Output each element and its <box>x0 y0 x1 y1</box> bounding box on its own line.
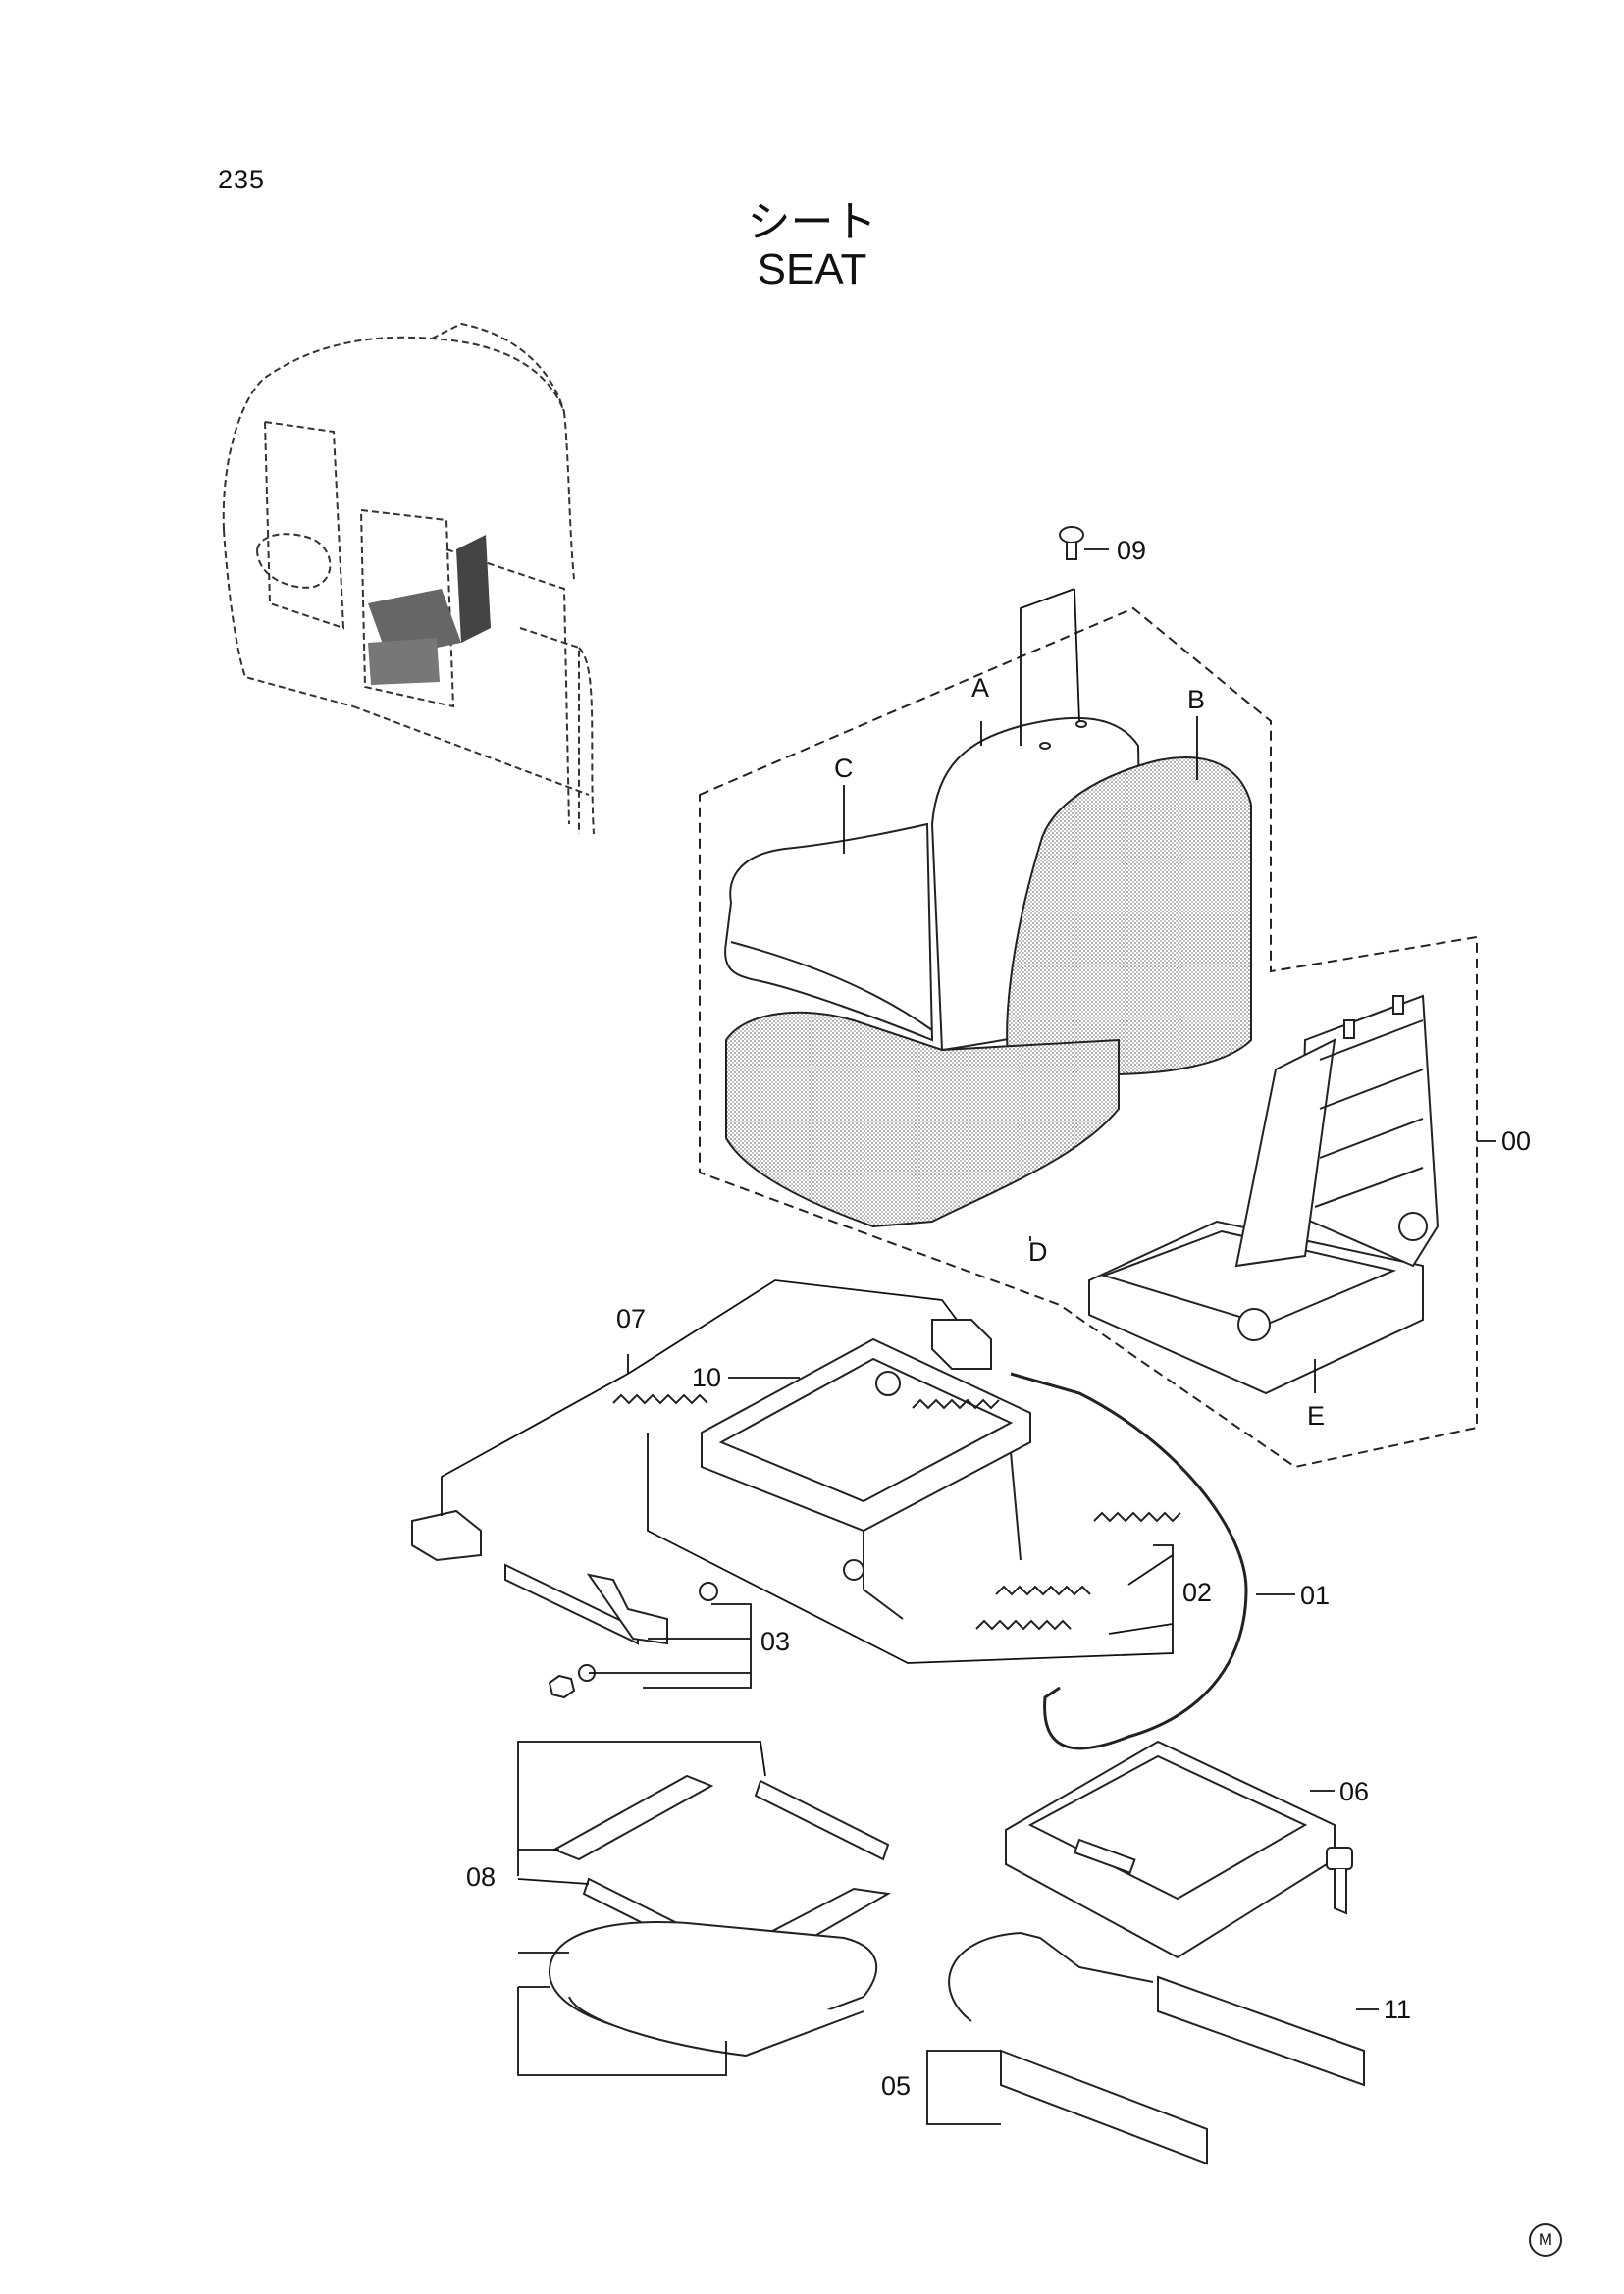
spring-set-02 <box>612 1393 1181 1631</box>
callout-d: D <box>1028 1237 1048 1267</box>
suspension-part <box>701 1337 1031 1620</box>
callout-07: 07 <box>616 1304 646 1333</box>
rail-set-05 <box>948 1847 1365 2165</box>
fastener-09 <box>1059 526 1084 560</box>
callout-09: 09 <box>1117 536 1146 565</box>
bracket-set-03 <box>504 1563 718 1699</box>
manufacturer-mark: M <box>1529 2223 1562 2257</box>
assembly-boundary <box>699 606 1478 1469</box>
cable-part <box>1010 1372 1248 1750</box>
callout-08: 08 <box>466 1862 496 1892</box>
callout-03: 03 <box>760 1627 790 1656</box>
leader-lines <box>441 548 1496 2125</box>
callout-11: 11 <box>1384 1995 1411 2024</box>
callout-a: A <box>971 673 989 703</box>
seat-bottom-cover-part <box>725 1011 1120 1228</box>
seat-frame-part <box>1088 994 1440 1395</box>
title-japanese: シート <box>747 197 877 247</box>
mount-set-08 <box>548 1774 892 2058</box>
seat-back-cover-part <box>1006 756 1252 1075</box>
callout-e: E <box>1307 1401 1325 1431</box>
cab-illustration <box>222 322 595 835</box>
callout-10: 10 <box>692 1363 721 1392</box>
callout-05: 05 <box>881 2071 911 2101</box>
page-number: 235 <box>218 165 266 194</box>
cab-seat-silhouette <box>368 535 491 685</box>
callout-01: 01 <box>1300 1581 1330 1610</box>
knob-set-07 <box>411 1319 992 1562</box>
slide-base-part <box>1005 1740 1336 1959</box>
title-english: SEAT <box>757 245 867 293</box>
callout-c: C <box>834 754 854 783</box>
callout-00: 00 <box>1501 1126 1531 1156</box>
callout-06: 06 <box>1339 1777 1369 1806</box>
callout-02: 02 <box>1182 1578 1212 1607</box>
callout-b: B <box>1187 685 1205 714</box>
